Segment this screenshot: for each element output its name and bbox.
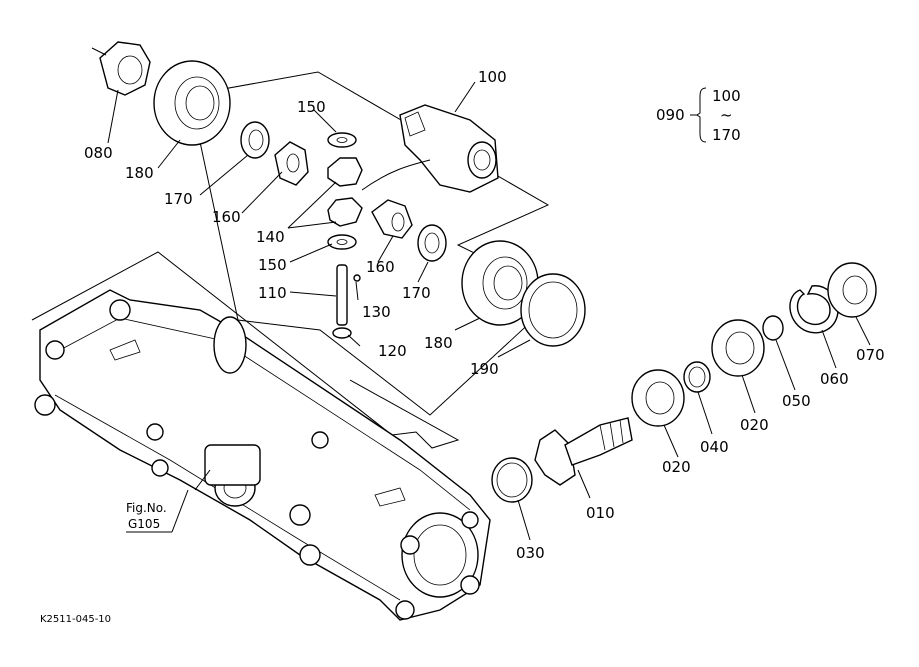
assembly-from-100: 100 [712, 87, 741, 105]
part-190-ring-inner [528, 281, 578, 339]
part-070-oil-seal [827, 262, 877, 318]
callout-110: 110 [258, 284, 287, 302]
part-120-washer [332, 327, 352, 339]
part-170-washer-lower-hole [424, 232, 440, 254]
callout-140: 140 [256, 228, 285, 246]
callout-040: 040 [700, 438, 729, 456]
part-150-washer-lower [327, 234, 357, 250]
callout-160-lower: 160 [366, 258, 395, 276]
part-040-spacer [683, 361, 711, 393]
callout-010: 010 [586, 504, 615, 522]
part-140-pinion-lower [327, 197, 363, 227]
callout-150-lower: 150 [258, 256, 287, 274]
callout-060: 060 [820, 370, 849, 388]
part-160-side-gear-upper [274, 141, 309, 186]
callout-080: 080 [84, 144, 113, 162]
housing-group-outline [31, 251, 460, 449]
assembly-tilde: ~ [720, 106, 733, 124]
callout-020-right: 020 [740, 416, 769, 434]
figure-ref-line1: Fig.No. [126, 501, 167, 515]
part-150-washer-upper [327, 132, 357, 148]
part-180-bearing-lower [461, 240, 539, 326]
callout-180-lower: 180 [424, 334, 453, 352]
callout-190: 190 [470, 360, 499, 378]
part-050-snap-ring [762, 315, 784, 341]
callout-070: 070 [856, 346, 885, 364]
part-040-spacer-inner [688, 366, 706, 388]
part-080-pinion [91, 41, 151, 96]
part-010-bevel-pinion-shaft [534, 417, 633, 486]
callout-100: 100 [478, 68, 507, 86]
part-020-bearing-left [631, 369, 685, 427]
part-030-ring-inner [496, 462, 528, 498]
part-170-washer-upper-hole [248, 129, 264, 151]
part-060-circlip [789, 285, 839, 334]
leader-lines [107, 81, 871, 541]
callout-170-upper: 170 [164, 190, 193, 208]
callout-170-lower: 170 [402, 284, 431, 302]
assembly-label-090: 090 [656, 106, 685, 124]
assembly-bracket: 090 100 ~ 170 [656, 87, 741, 144]
drawing-code: K2511-045-10 [40, 614, 111, 625]
part-180-bearing-upper [153, 60, 231, 146]
callout-150-upper: 150 [297, 98, 326, 116]
part-170-washer-upper [240, 121, 270, 159]
axle-housing [34, 289, 491, 621]
part-020-bearing-right [711, 319, 765, 377]
part-140-pinion-upper [327, 157, 363, 187]
callout-020-left: 020 [662, 458, 691, 476]
part-100-differential-case [361, 104, 499, 193]
part-160-side-gear-lower [371, 199, 413, 239]
callout-050: 050 [782, 392, 811, 410]
assembly-to-170: 170 [712, 126, 741, 144]
callout-030: 030 [516, 544, 545, 562]
part-150-washer-lower-hole [336, 239, 348, 245]
part-030-ring [491, 457, 533, 503]
callout-180-upper: 180 [125, 164, 154, 182]
part-130-pin [353, 274, 361, 282]
part-170-washer-lower [417, 224, 447, 262]
callout-120: 120 [378, 342, 407, 360]
part-190-ring [520, 273, 586, 347]
part-150-washer-upper-hole [336, 137, 348, 143]
figure-ref-line2: G105 [128, 517, 160, 531]
callout-130: 130 [362, 303, 391, 321]
part-110-shaft [336, 264, 348, 326]
callout-160-upper: 160 [212, 208, 241, 226]
